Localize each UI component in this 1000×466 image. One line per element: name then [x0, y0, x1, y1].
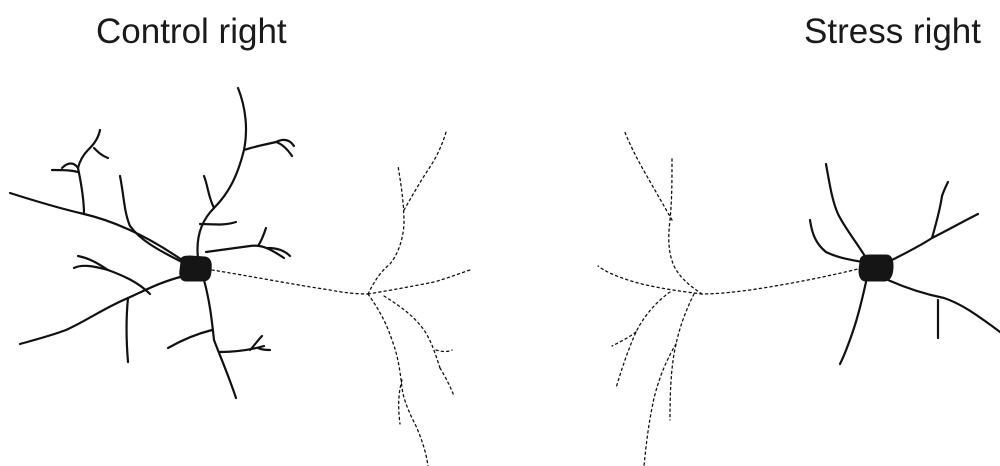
dendrite-branch	[94, 148, 108, 158]
dendrite-branch	[220, 346, 264, 352]
dendrite-branch	[258, 348, 270, 350]
axon-branch	[368, 270, 470, 294]
stress-axon	[598, 130, 862, 466]
dendrite-branch	[200, 222, 236, 225]
control-soma	[180, 256, 212, 281]
dendrite-branch	[127, 298, 129, 362]
dendrite	[826, 164, 866, 258]
stress-soma	[859, 255, 893, 281]
axon-branch	[670, 294, 694, 420]
dendrite-branch	[258, 228, 266, 246]
axon-branch	[436, 350, 452, 352]
stress-dendrites	[810, 164, 1000, 364]
dendrite-branch	[52, 170, 78, 172]
dendrite-branch	[204, 176, 214, 208]
axon-branch	[404, 132, 446, 210]
axon-branch	[440, 368, 454, 396]
axon-branch	[669, 158, 702, 294]
dendrite-branch	[78, 130, 100, 168]
axon-branch	[368, 166, 404, 294]
axon-branch	[624, 130, 672, 220]
dendrite-branch	[78, 256, 108, 270]
dendrite-branch	[168, 330, 212, 348]
axon	[212, 270, 368, 294]
dendrite	[10, 193, 182, 260]
axon-branch	[384, 296, 440, 368]
axon-branch	[368, 294, 428, 466]
dendrite	[204, 280, 236, 398]
dendrite	[888, 280, 1000, 332]
dendrite-branch	[74, 266, 150, 294]
axon-branch	[598, 266, 702, 294]
dendrite	[20, 276, 184, 344]
control-neuron	[10, 88, 470, 466]
dendrite	[840, 282, 866, 364]
dendrite	[198, 88, 246, 258]
axon	[702, 268, 862, 294]
dendrite-branch	[244, 142, 292, 156]
control-dendrites	[10, 88, 294, 398]
stress-neuron	[598, 130, 1000, 466]
axon-branch	[644, 344, 676, 466]
control-axon	[212, 132, 470, 466]
dendrite-branch	[932, 182, 948, 238]
dendrite	[120, 176, 182, 262]
